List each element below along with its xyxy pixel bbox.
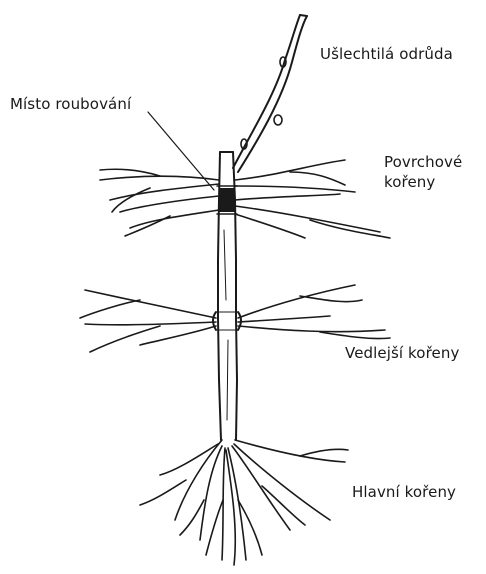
main-roots (140, 440, 348, 565)
label-surface-roots-line1: Povrchové (384, 152, 462, 172)
graft-site-leader (148, 112, 214, 190)
surface-roots (100, 160, 390, 238)
label-surface-roots: Povrchové kořeny (384, 152, 462, 192)
lateral-roots (80, 285, 390, 352)
label-graft-site: Místo roubování (10, 94, 131, 114)
label-lateral-roots: Vedlejší kořeny (345, 343, 459, 363)
label-scion: Ušlechtilá odrůda (320, 44, 453, 64)
label-main-roots: Hlavní kořeny (352, 482, 456, 502)
label-surface-roots-line2: kořeny (384, 172, 462, 192)
scion-shoot (233, 15, 307, 172)
graft-site-band (217, 186, 237, 214)
